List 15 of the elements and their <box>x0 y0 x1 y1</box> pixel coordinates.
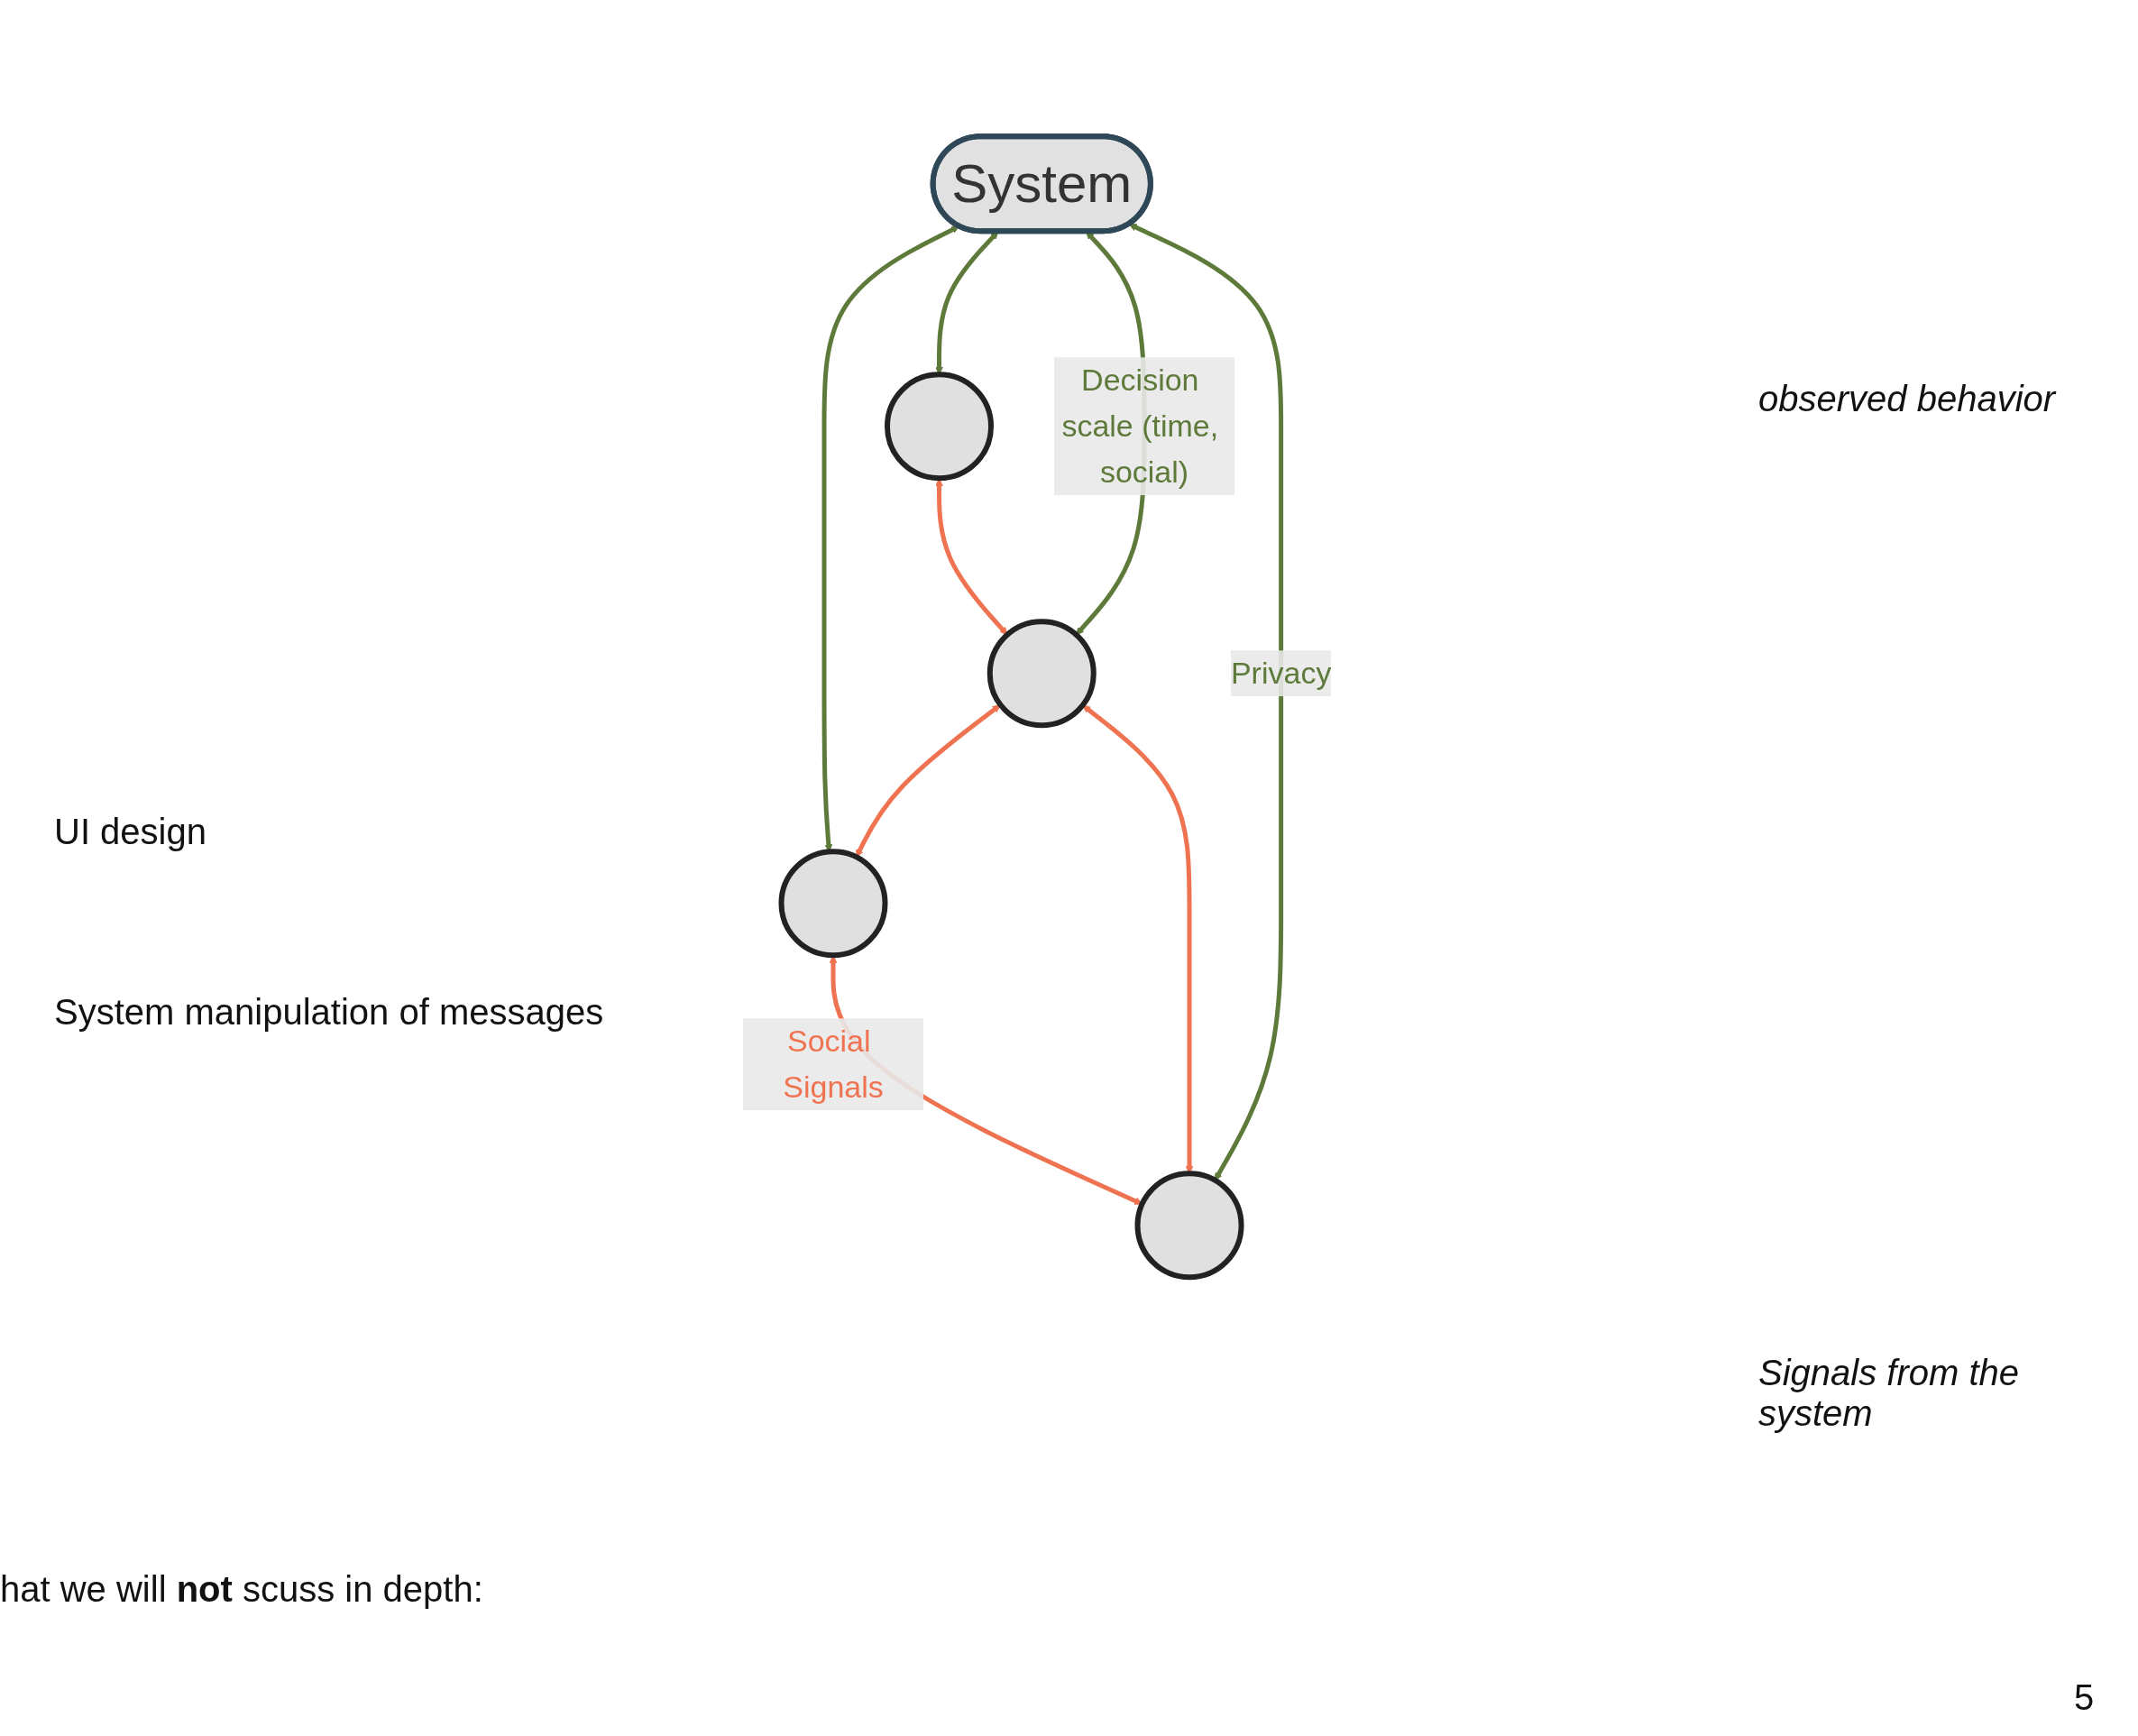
edge-label: Decision scale (time, social) <box>1061 363 1219 490</box>
arrow <box>1128 224 1283 1181</box>
node-circle <box>778 849 888 959</box>
note-text: 5 <box>2074 1677 2095 1718</box>
note-text: hat we will not scuss in depth: <box>0 1569 483 1610</box>
arrow <box>856 704 1001 858</box>
node-circle <box>1134 1171 1244 1281</box>
node-circle <box>884 372 994 482</box>
note-text: System manipulation of messages <box>54 992 604 1033</box>
note-text: UI design <box>54 812 206 852</box>
note-text: observed behavior <box>1758 379 2056 419</box>
edge-label: Social Signals <box>783 1024 884 1105</box>
note-text: Signals from the system <box>1758 1353 2021 1434</box>
edge-label: Privacy <box>1230 656 1332 691</box>
node-circle <box>986 619 1097 729</box>
